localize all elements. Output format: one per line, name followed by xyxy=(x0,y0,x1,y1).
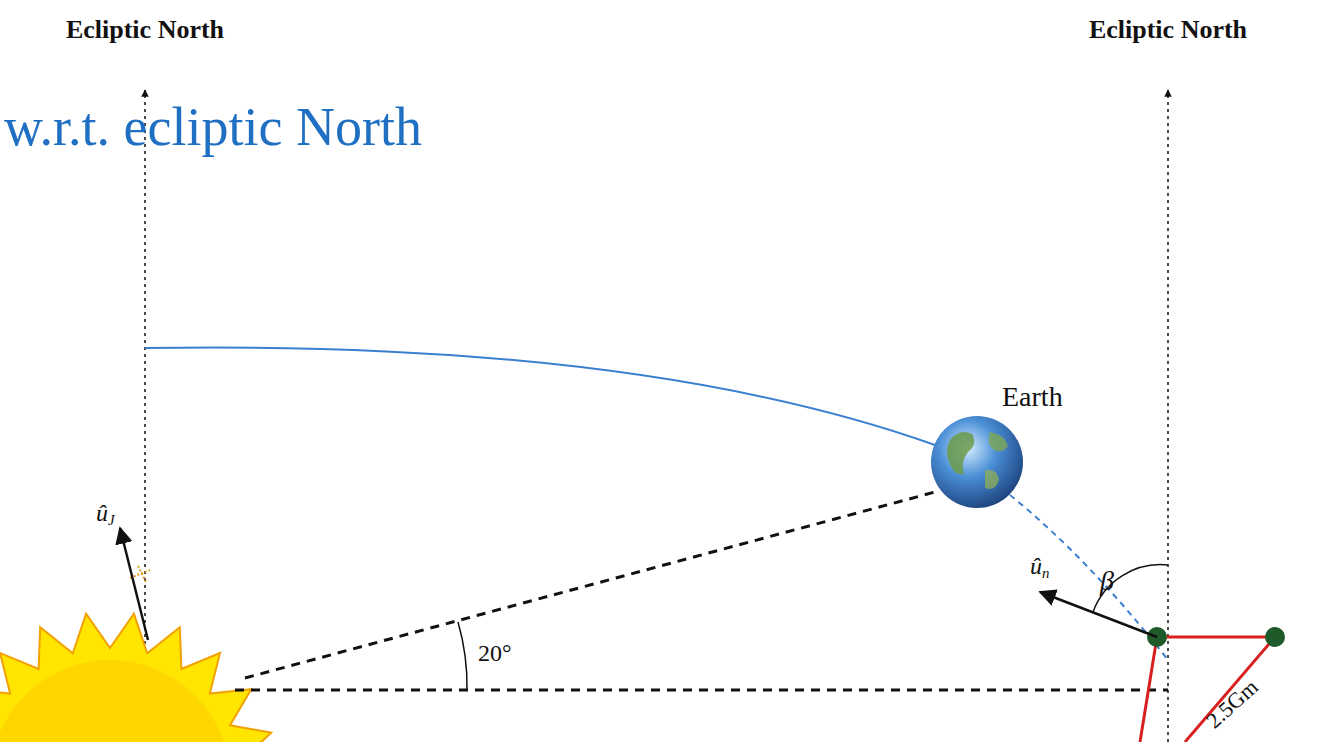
sun xyxy=(0,614,278,742)
vector-label: ûJ xyxy=(96,500,115,529)
earth-orbit xyxy=(145,347,935,445)
sun-line xyxy=(235,689,1168,692)
beta-arc xyxy=(1093,565,1168,612)
spacecraft-formation xyxy=(1140,627,1285,742)
angle-arc xyxy=(458,622,467,690)
slide-heading: w.r.t. ecliptic North xyxy=(4,98,422,157)
sun-earth-line xyxy=(245,492,935,678)
distance-label: 2.5Gm xyxy=(1201,675,1262,733)
angle-label: 20° xyxy=(478,640,512,666)
uj-vector xyxy=(120,528,148,640)
axis-label: Ecliptic North xyxy=(1089,16,1247,45)
planet-label: Earth xyxy=(1002,382,1063,413)
vector-label: ûn xyxy=(1030,553,1049,582)
angle-label: β xyxy=(1100,566,1114,597)
axis-label: Ecliptic North xyxy=(66,16,224,45)
earth xyxy=(931,416,1023,508)
orbit-dashed xyxy=(1010,495,1168,660)
ecliptic-north-axis xyxy=(1167,90,1169,742)
